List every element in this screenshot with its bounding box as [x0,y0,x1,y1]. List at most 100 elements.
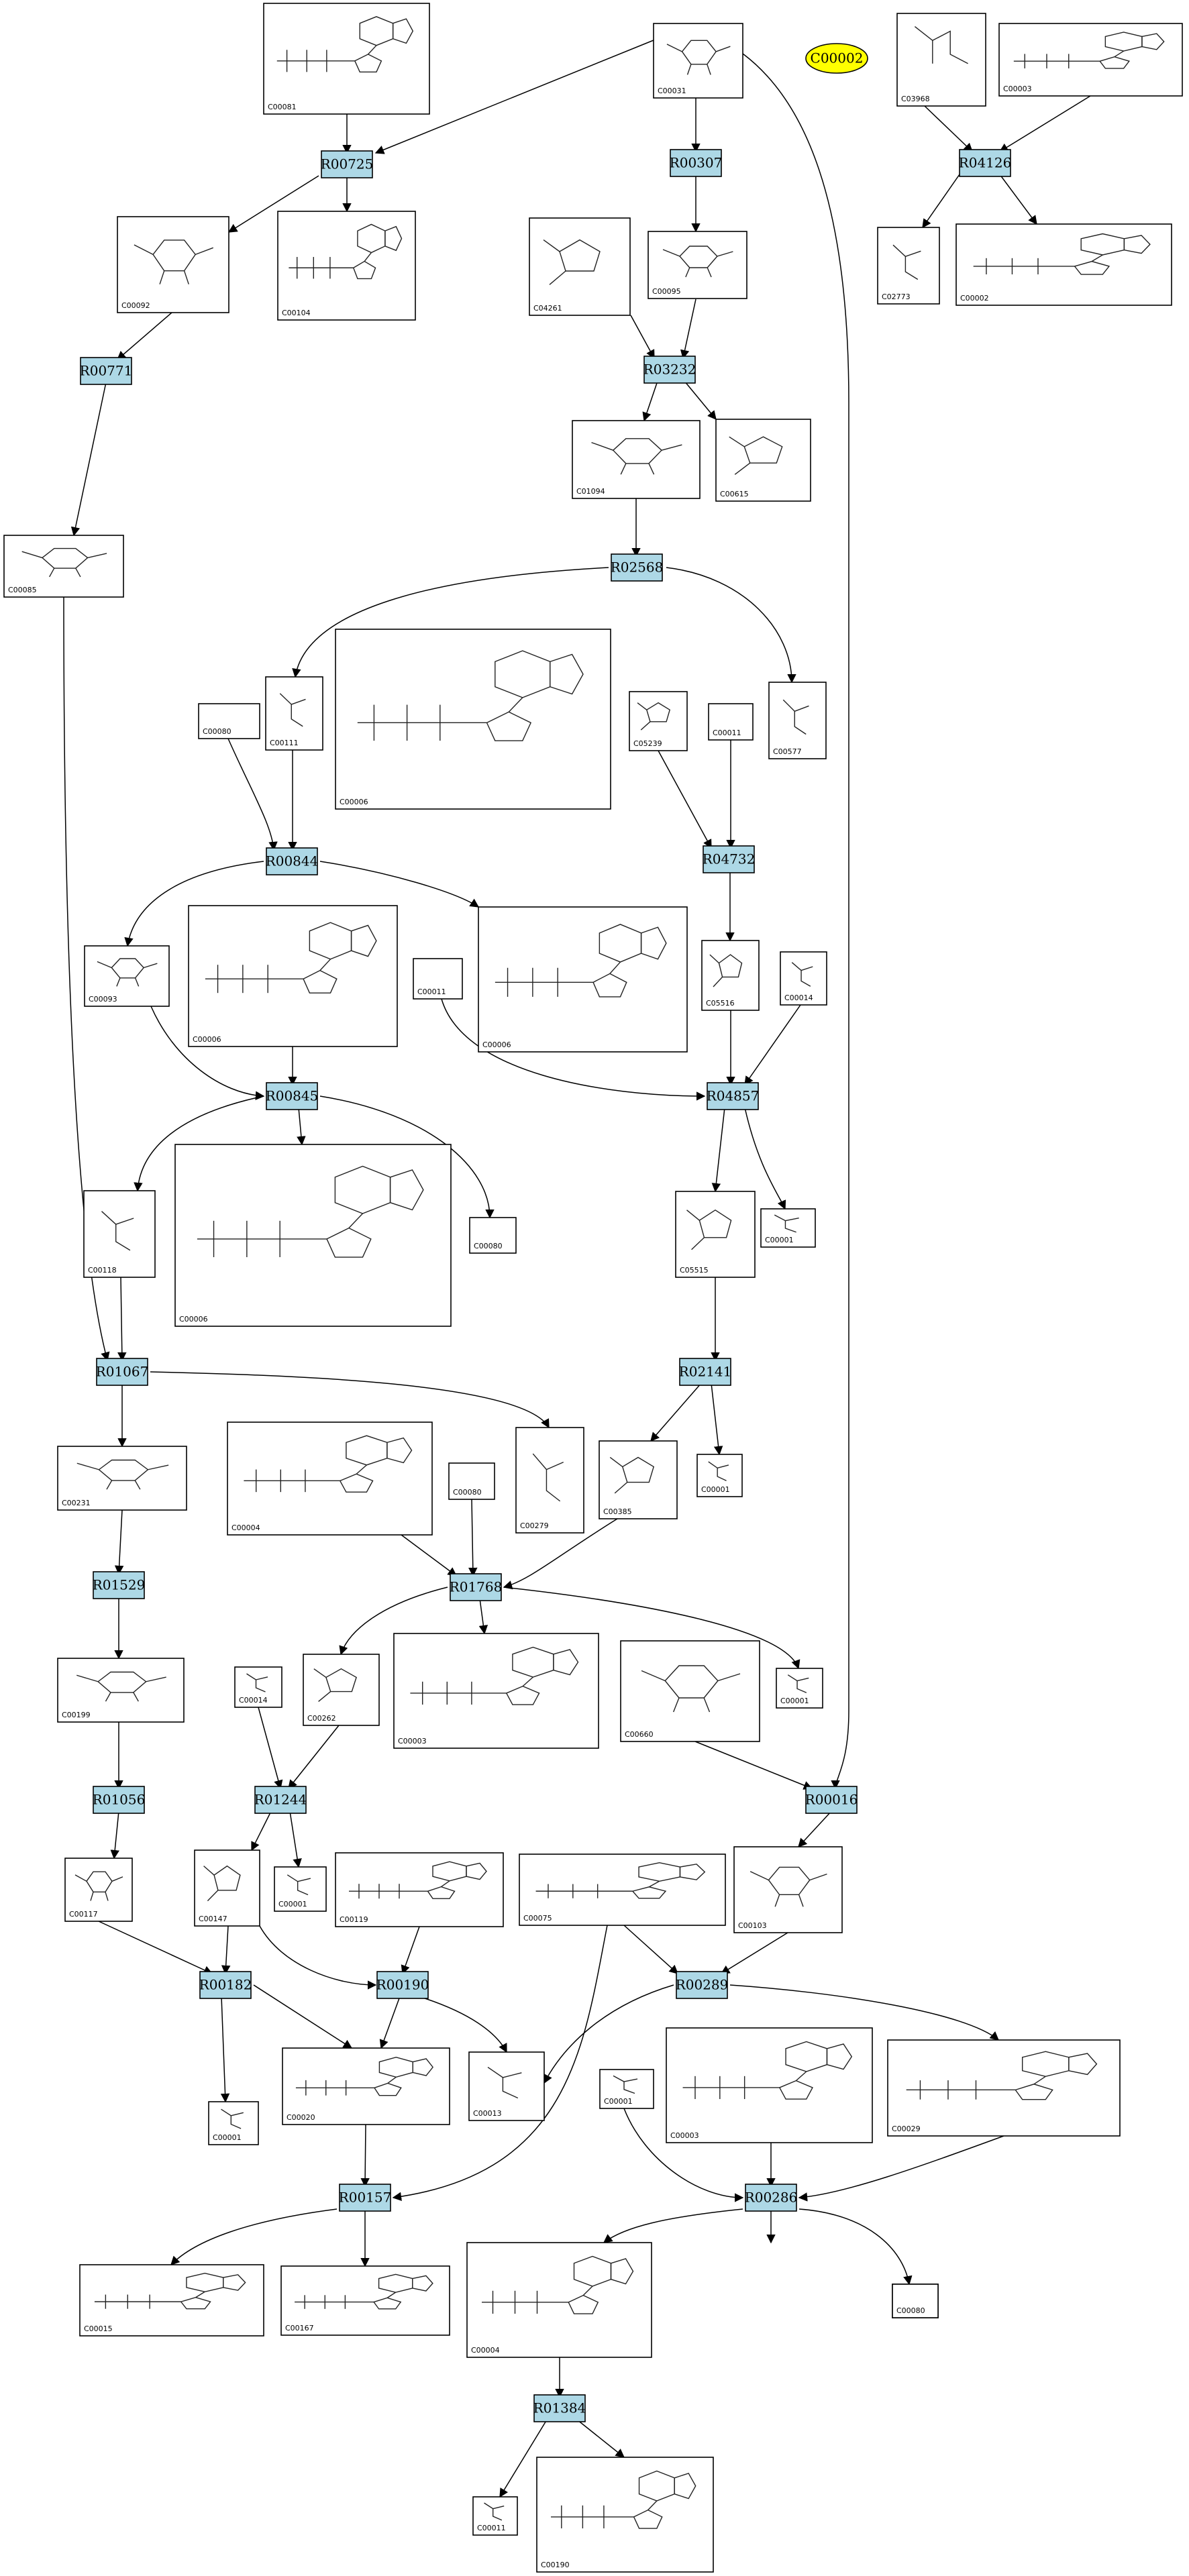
compound-node[interactable]: C00011 [472,2496,518,2536]
compound-node[interactable]: C00080 [198,703,260,739]
compound-node[interactable]: C00001 [208,2101,259,2145]
compound-node[interactable]: C00075 [519,1854,726,1926]
reaction-node[interactable]: R00845 [266,1082,319,1110]
reaction-box [611,553,663,582]
reaction-node[interactable]: R04732 [703,845,756,873]
compound-node[interactable]: C05515 [675,1191,756,1278]
compound-node[interactable]: C00001 [599,2069,654,2109]
compound-id: C00001 [278,1900,307,1909]
reaction-node[interactable]: R02568 [611,553,664,582]
compound-node[interactable]: C00013 [468,2051,545,2121]
compound-node[interactable]: C00003 [998,23,1183,97]
compound-node[interactable]: C00004 [227,1421,433,1536]
compound-node[interactable]: C00117 [64,1858,133,1922]
reaction-node[interactable]: R01056 [93,1786,146,1814]
compound-node[interactable]: C00001 [776,1668,823,1709]
reaction-node[interactable]: R02141 [679,1358,732,1386]
compound-node[interactable]: C00190 [536,2457,714,2573]
compound-node[interactable]: C00001 [696,1454,743,1497]
compound-node[interactable]: C00199 [57,1658,185,1723]
compound-node[interactable]: C00111 [265,676,323,751]
compound-node[interactable]: C00006 [188,905,398,1047]
compound-node[interactable]: C00231 [57,1446,187,1511]
compound-node[interactable]: C00003 [666,2027,873,2143]
structure-sketch [295,2273,433,2310]
compound-node[interactable]: C00003 [393,1633,599,1749]
compound-node[interactable]: C00006 [478,906,688,1053]
reaction-node[interactable]: R04857 [707,1082,760,1110]
compound-box [478,906,688,1053]
compound-node[interactable]: C00081 [263,3,430,115]
compound-node[interactable]: C00147 [194,1849,260,1927]
compound-node[interactable]: C00006 [335,629,611,810]
compound-node[interactable]: C00577 [768,682,827,759]
compound-node[interactable]: C00092 [117,216,229,313]
compound-node[interactable]: C03968 [896,13,986,107]
reaction-node[interactable]: R03232 [643,356,696,384]
compound-node[interactable]: C05239 [629,691,688,751]
compound-node[interactable]: C00104 [277,211,416,321]
compound-node[interactable]: C00118 [83,1190,156,1278]
reaction-node[interactable]: R00182 [199,1971,252,1999]
compound-node[interactable]: C00167 [280,2265,450,2336]
compound-id: C01094 [576,487,605,496]
reaction-node[interactable]: R00307 [670,149,723,177]
compound-node[interactable]: C00006 [174,1144,452,1327]
compound-box [955,223,1172,306]
reaction-edge [124,861,264,947]
reaction-node[interactable]: R04126 [959,149,1012,177]
reaction-node[interactable]: R00844 [266,847,319,875]
compound-node[interactable]: C00095 [648,231,747,299]
compound-node[interactable]: C00002 [955,223,1172,306]
compound-node[interactable]: C00080 [892,2284,939,2318]
reaction-node[interactable]: R00016 [805,1786,858,1814]
compound-node[interactable]: C02773 [877,227,940,305]
reaction-node[interactable]: R00286 [745,2184,798,2212]
compound-node[interactable]: C00011 [413,958,463,1000]
reaction-node[interactable]: R00725 [321,150,374,178]
compound-node[interactable]: C00001 [760,1208,816,1248]
compound-node[interactable]: C00279 [515,1427,584,1534]
reaction-node[interactable]: R01384 [533,2394,586,2422]
reaction-node[interactable]: R01067 [96,1358,149,1386]
structure-sketch [543,239,601,285]
compound-id: C04261 [533,304,562,313]
reaction-node[interactable]: R01768 [450,1573,503,1601]
reaction-edge [798,2135,1004,2202]
compound-node[interactable]: C00080 [448,1462,495,1500]
reaction-edge [401,1534,458,1576]
compound-node[interactable]: C00093 [84,945,170,1007]
reaction-node[interactable]: R01244 [254,1786,307,1814]
compound-node[interactable]: C00615 [715,419,811,502]
compound-box [892,2284,939,2318]
compound-node[interactable]: C01094 [572,420,701,499]
compound-node[interactable]: C00103 [733,1846,843,1933]
compound-node[interactable]: C00004 [466,2242,652,2358]
compound-node[interactable]: C00015 [79,2264,264,2337]
reaction-node[interactable]: R00289 [676,1971,729,1999]
compound-node[interactable]: C00262 [303,1654,380,1726]
compound-node[interactable]: C00385 [599,1440,678,1519]
structure-sketch [357,650,584,741]
reaction-node[interactable]: R01529 [93,1571,146,1599]
compound-node[interactable]: C00014 [780,951,827,1006]
compound-node[interactable]: C00020 [282,2047,450,2125]
reaction-node[interactable]: R00771 [80,357,133,385]
compound-node[interactable]: C00001 [274,1866,327,1912]
compound-node[interactable]: C00119 [335,1852,504,1927]
reaction-node[interactable]: R00190 [376,1971,429,1999]
edge-layer [63,40,1091,2498]
compound-node[interactable]: C00660 [620,1640,760,1742]
reaction-edge [922,174,960,229]
compound-node[interactable]: C00014 [234,1666,282,1708]
reaction-node[interactable]: R00157 [339,2184,392,2212]
compound-node[interactable]: C00080 [469,1217,517,1254]
compound-node[interactable]: C00011 [708,703,754,741]
highlight-node[interactable]: C00002 [805,43,868,74]
compound-node[interactable]: C00031 [653,23,743,99]
reaction-edge [744,1107,786,1210]
compound-node[interactable]: C04261 [529,217,631,316]
compound-node[interactable]: C00085 [3,535,124,598]
compound-node[interactable]: C00029 [887,2039,1121,2137]
compound-node[interactable]: C05516 [701,940,760,1011]
